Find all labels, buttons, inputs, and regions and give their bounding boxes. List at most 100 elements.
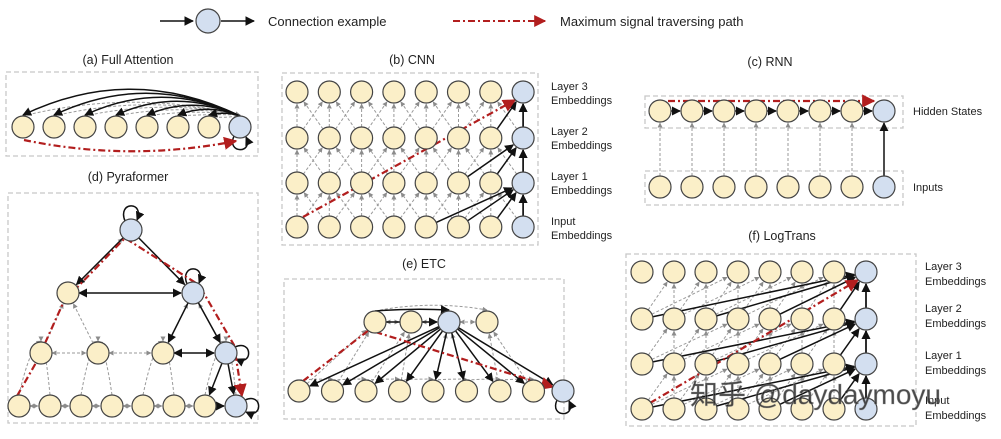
full-attn-node-5 [166,115,190,139]
pyra-right-to-mid3 [197,302,221,344]
cnn-node-2-1 [317,171,341,195]
cnn-node-0-5 [446,80,471,104]
log-gray-2-1-1 [647,373,668,401]
etc-down-2 [374,328,442,384]
log-node-2-3 [726,352,750,376]
log-node-1-2 [694,307,718,331]
cnn-gray-0-1--1 [302,101,323,130]
cnn-label-l1-b: Embeddings [551,185,613,197]
cnn-node-1-4 [414,126,438,150]
etc-global-node-3 [475,310,499,334]
log-gray-1-3-3 [651,323,728,360]
pyra-bottom-node-5 [162,394,186,418]
etc-global-node-2 [437,310,461,334]
etc-red-path [302,328,555,390]
log-label-l1-a: Layer 1 [925,350,962,362]
log-node-3-5 [790,397,814,421]
legend-connection-label: Connection example [268,14,387,29]
cnn-node-3-2 [350,215,374,239]
cnn-node-0-7 [511,80,535,104]
cnn-gray-0-4--1 [399,101,420,130]
cnn-label-l3-a: Layer 3 [551,81,588,93]
log-node-3-2 [694,397,718,421]
full-attn-node-0 [11,115,35,139]
cnn-node-3-4 [414,215,438,239]
full-attn-node-3 [104,115,128,139]
etc-up-gray-1 [337,331,370,382]
cnn-gray-2-3--1 [367,192,388,219]
cnn-node-2-5 [446,171,471,195]
full-attn-node-7 [228,115,252,139]
title-full-attention: (a) Full Attention [82,53,173,67]
log-node-3-7 [854,397,878,421]
cnn-node-2-7 [511,171,535,195]
frame-pyraformer [7,192,259,424]
cnn-red-path [302,99,517,218]
log-node-0-6 [822,260,846,284]
etc-local-arc-gray-3 [399,376,434,382]
log-gray-1-4-3 [683,323,760,360]
cnn-gray-2-4--1 [400,192,420,219]
etc-local-node-0 [287,379,311,403]
cnn-node-0-6 [479,80,503,104]
pyra-bottom-node-1 [38,394,62,418]
log-black-1-3 [839,328,860,356]
log-node-0-4 [758,260,782,284]
log-black-2-2 [779,368,856,406]
log-node-1-7 [854,307,878,331]
etc-down-4 [433,332,448,381]
log-node-1-1 [662,307,686,331]
rnn-hidden-node-7 [872,99,896,123]
pyra-mid-node-2 [151,341,175,365]
log-node-3-6 [822,397,846,421]
full-attn-node-4 [135,115,159,139]
log-gray-2-3-3 [651,368,728,405]
cnn-node-1-2 [350,126,374,150]
cnn-gray-0-5--1 [432,101,453,130]
cnn-gray-1-2--1 [335,147,356,175]
cnn-node-0-0 [285,80,309,104]
log-node-2-1 [662,352,686,376]
legend-node [195,8,221,34]
full-attn-node-2 [73,115,97,139]
log-node-0-1 [662,260,686,284]
pyra-mid3-loop [234,344,250,367]
cnn-black-1-0 [467,144,514,178]
pyra-mid-node-0 [29,341,53,365]
rnn-input-node-3 [744,175,768,199]
etc-local-node-8 [551,379,575,403]
log-node-0-2 [694,260,718,284]
etc-g-arc [374,305,450,315]
pyra-bottom-node-3 [100,394,124,418]
log-label-l1-b: Embeddings [925,365,987,377]
log-node-0-3 [726,260,750,284]
log-black-1-2 [779,323,856,361]
rnn-input-node-5 [808,175,832,199]
pyra-top-node-1 [181,281,205,305]
pyra-red-path [16,236,247,398]
cnn-label-l1-a: Layer 1 [551,171,588,183]
cnn-gray-1-3--1 [367,147,388,175]
cnn-gray-1-1--1 [303,147,323,175]
etc-up-gray-0 [306,329,367,384]
pyra-right-loop [184,268,207,285]
cnn-node-3-5 [446,215,471,239]
etc-global-arc-gray [374,304,488,312]
log-node-0-7 [854,260,878,284]
etc-up-gray-3 [400,333,411,381]
rnn-hidden-node-4 [776,99,800,123]
pyra-m2t-gray-0-1 [72,303,94,344]
rnn-hidden-node-1 [680,99,704,123]
title-rnn: (c) RNN [747,55,792,69]
pyra-mid-node-3 [214,341,238,365]
log-gray-0-1-1 [647,281,668,311]
pyra-root-to-left [75,237,124,286]
cnn-black-2-2 [496,191,517,219]
cnn-label-l2-a: Layer 2 [551,126,588,138]
log-black-0-0 [652,271,856,318]
cnn-node-3-6 [479,215,503,239]
pyra-bottom-node-4 [131,394,155,418]
watermark: 知乎 @daydaymoyu [690,379,941,410]
log-gray-2-4-3 [683,368,760,405]
log-node-2-2 [694,352,718,376]
